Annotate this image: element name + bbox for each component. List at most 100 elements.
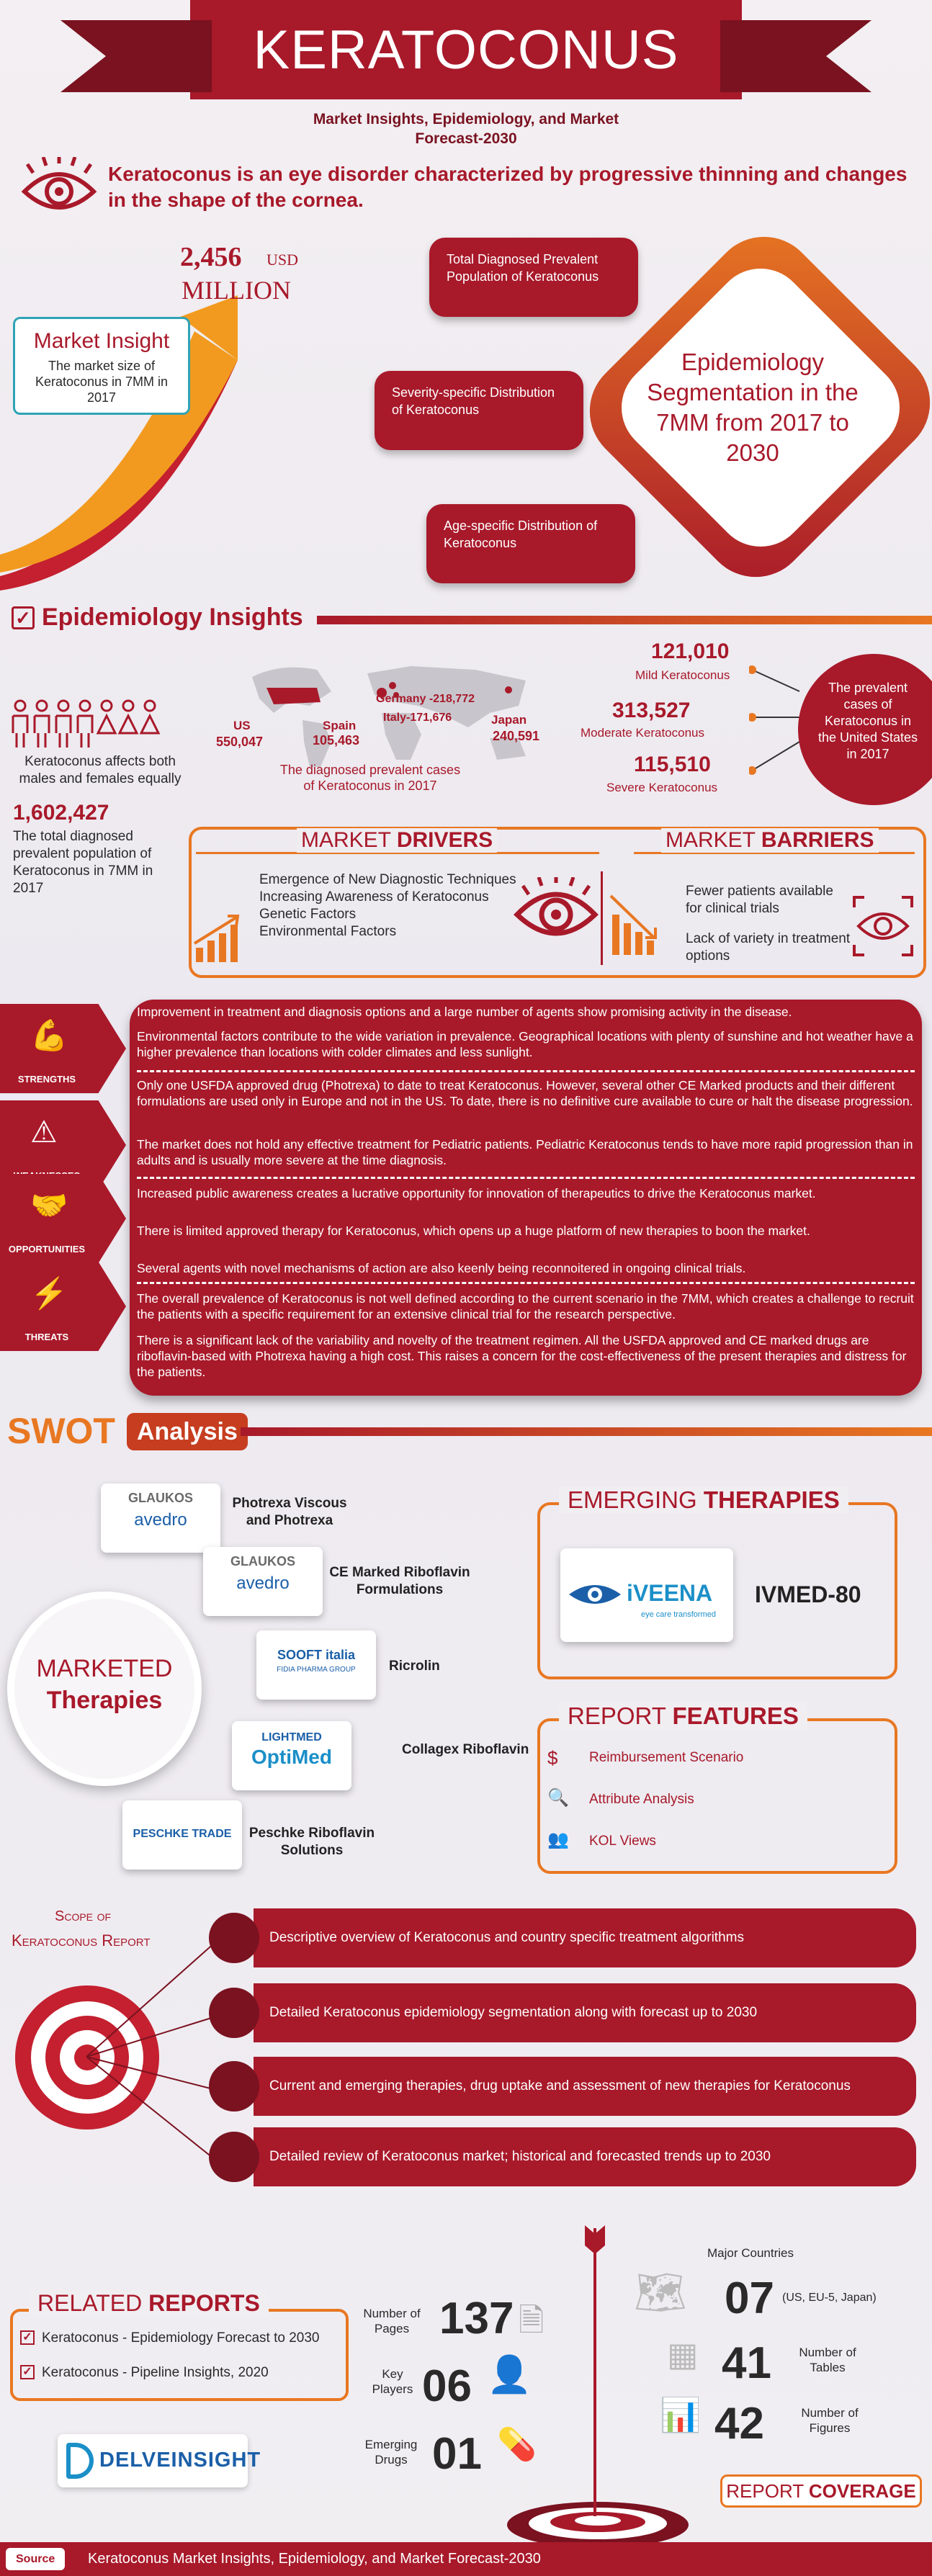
country-germany-value: 218,772 (433, 693, 475, 705)
barriers-underline (634, 852, 915, 854)
player-icon: 👤 (487, 2354, 532, 2395)
country-spain-name: Spain (323, 719, 357, 732)
logo-lightmed-optimed: LIGHTMED OptiMed (232, 1721, 351, 1790)
drugs-label: Emerging Drugs (364, 2438, 418, 2467)
gender-text: Keratoconus affects both males and femal… (19, 754, 182, 786)
country-japan-name: Japan (491, 713, 527, 727)
logo-text-1: GLAUKOS (230, 1554, 295, 1569)
total-prevalent-value: 1,602,427 (13, 801, 109, 825)
logo-text-1: GLAUKOS (128, 1491, 193, 1505)
kol-icon: 👥 (547, 1830, 569, 1849)
threat-icon: ⚡ (30, 1276, 68, 1310)
feature-item: KOL Views (589, 1834, 656, 1849)
handshake-icon: 🤝 (30, 1188, 68, 1222)
table-icon: ▦ (667, 2335, 699, 2373)
scope-item: Descriptive overview of Keratoconus and … (254, 1908, 916, 1967)
severity-moderate-label: Moderate Keratoconus (581, 726, 704, 740)
strength-1: Improvement in treatment and diagnosis o… (137, 1005, 792, 1019)
scope-dot (209, 2061, 259, 2111)
related-link[interactable]: Keratoconus - Pipeline Insights, 2020 (42, 2365, 269, 2380)
logo-text-2: OptiMed (251, 1746, 332, 1768)
world-icon: 🗺 (634, 2269, 687, 2316)
swot-section-bar (241, 1427, 932, 1436)
marketed-circle (7, 1592, 202, 1786)
bubble-age: Age-specific Distribution of Keratoconus (426, 504, 635, 583)
feature-item: Attribute Analysis (589, 1792, 694, 1807)
drivers-title-a: MARKET (301, 828, 397, 852)
world-map (238, 663, 540, 771)
drug-bottle-icon: 💊 (497, 2427, 537, 2462)
check-icon: ✓ (20, 2330, 35, 2345)
checkbox-icon: ✓ (12, 606, 35, 629)
people-icon (12, 699, 163, 749)
drug-name-photrexa: Photrexa Viscous and Photrexa (232, 1496, 347, 1528)
target-eye-icon (848, 892, 918, 961)
logo-glaukos-avedro-2: GLAUKOS avedro (203, 1547, 323, 1616)
scope-item: Detailed review of Keratoconus market; h… (254, 2127, 916, 2186)
footer: Source Keratoconus Market Insights, Epid… (0, 2542, 932, 2576)
eye-center-icon (513, 874, 599, 949)
severity-mild-value: 121,010 (651, 639, 730, 663)
market-insight-text: The market size of Keratoconus in 7MM in… (35, 359, 169, 405)
features-title-b: FEATURES (672, 1702, 799, 1729)
swot-panel (130, 1000, 922, 1396)
figures-label: Number of Figures (801, 2406, 859, 2435)
title-ribbon: KERATOCONUS (190, 0, 742, 99)
threats-marker: ⚡ THREATS (0, 1262, 126, 1351)
threats-label: THREATS (24, 1332, 69, 1342)
related-title: RELATED REPORTS (29, 2290, 269, 2317)
severity-severe-value: 115,510 (634, 753, 711, 776)
weakness-1: Only one USFDA approved drug (Photrexa) … (137, 1078, 913, 1108)
barriers-title-a: MARKET (666, 828, 761, 852)
scope-connectors (86, 1930, 259, 2175)
drivers-title: MARKET DRIVERS (297, 828, 498, 853)
logo-text-2: avedro (236, 1574, 290, 1593)
coverage-stem (593, 2228, 596, 2516)
drug-name-ricrolin: Ricrolin (389, 1659, 440, 1674)
country-spain-value: 105,463 (313, 733, 360, 748)
players-label: Key Players (372, 2367, 413, 2396)
country-germany: Germany -218,772 (376, 693, 475, 705)
scope-title-1: Scope of (55, 1908, 112, 1924)
severity-connectors (748, 648, 807, 778)
driver-item: Emergence of New Diagnostic Techniques (259, 872, 516, 887)
rising-chart-icon (193, 913, 251, 964)
driver-item: Environmental Factors (259, 924, 397, 939)
scope-item: Current and emerging therapies, drug upt… (254, 2057, 916, 2116)
drug-name-ce-marked: CE Marked Riboflavin Formulations (329, 1565, 470, 1597)
page-title: KERATOCONUS (253, 19, 679, 81)
pages-label: Number of Pages (363, 2307, 421, 2335)
drivers-underline (196, 852, 599, 854)
players-number: 06 (422, 2361, 472, 2411)
marketed-title-b: Therapies (46, 1687, 163, 1714)
check-icon: ✓ (20, 2365, 35, 2379)
barriers-title: MARKET BARRIERS (661, 828, 879, 853)
market-value: 2,456 (180, 242, 242, 272)
opportunities-label: OPPORTUNITIES (8, 1244, 86, 1255)
related-title-b: REPORTS (148, 2290, 260, 2316)
subtitle-line1: Market Insights, Epidemiology, and Marke… (313, 111, 619, 127)
emerging-title-b: THERAPIES (703, 1486, 840, 1513)
strength-arm-icon: 💪 (30, 1018, 68, 1052)
coverage-title-a: REPORT (726, 2480, 809, 2502)
coverage-title: REPORT COVERAGE (720, 2474, 922, 2508)
subtitle-line2: Forecast-2030 (415, 130, 517, 147)
opportunity-2: There is limited approved therapy for Ke… (137, 1224, 810, 1238)
epi-insights-title: Epidemiology Insights (42, 603, 303, 631)
severity-mild-label: Mild Keratoconus (635, 668, 730, 682)
drug-name-collagex: Collagex Riboflavin (402, 1742, 529, 1757)
emerging-title-a: EMERGING (568, 1486, 704, 1513)
drivers-barriers-box (189, 827, 926, 978)
figures-number: 42 (714, 2399, 764, 2449)
related-link[interactable]: Keratoconus - Epidemiology Forecast to 2… (42, 2330, 320, 2346)
drivers-title-b: DRIVERS (396, 828, 493, 852)
weakness-icon: ⚠ (30, 1115, 58, 1149)
opportunity-3: Several agents with novel mechanisms of … (137, 1261, 746, 1275)
falling-chart-icon (609, 893, 667, 958)
map-caption: The diagnosed prevalent cases of Keratoc… (279, 763, 461, 793)
delveinsight-logo: DELVEINSIGHT (58, 2434, 260, 2487)
feature-item: Reimbursement Scenario (589, 1750, 744, 1765)
bubble-total-diagnosed: Total Diagnosed Prevalent Population of … (429, 238, 638, 317)
severity-severe-label: Severe Keratoconus (606, 781, 718, 794)
